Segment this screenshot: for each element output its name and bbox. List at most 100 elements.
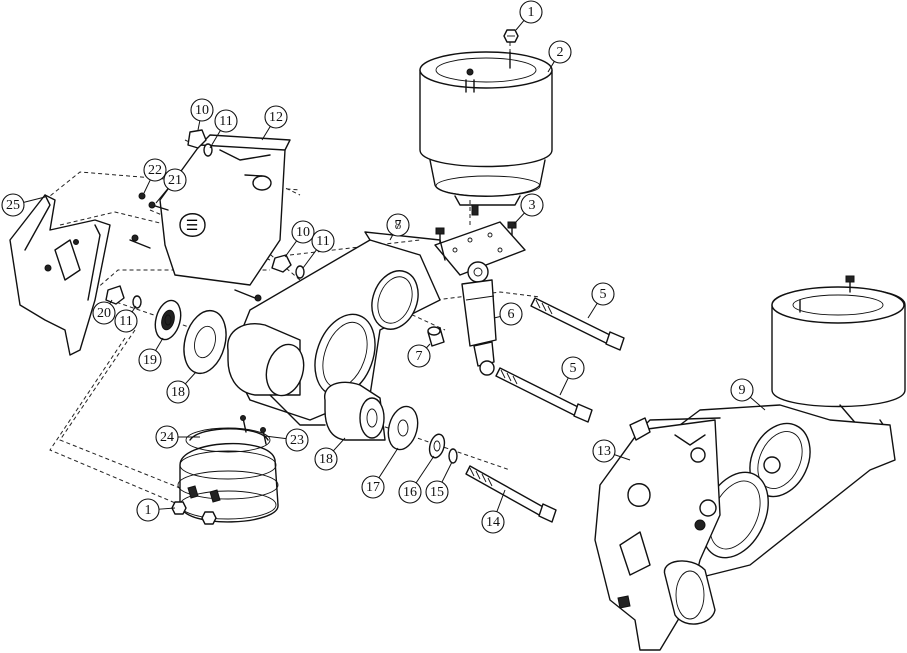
callout-leader [261,126,271,141]
callout-label: 11 [316,234,329,249]
callout-label: 14 [486,515,500,530]
shock-absorber [461,261,497,376]
bolt-21-22 [129,192,262,302]
callout-leader [302,249,317,269]
callout-9: 9 [730,378,766,411]
callout-18a: 18 [166,371,197,404]
callout-5b: 5 [559,356,585,396]
callout-label: 9 [739,383,746,398]
callout-leader [158,507,176,510]
callout-circle [730,378,754,402]
callout-label: 13 [597,444,611,459]
callout-25: 25 [1,193,46,217]
callout-7a: 7 [386,213,410,241]
mounting-plate [434,221,526,276]
washer-11-top [203,143,213,157]
callout-circle [143,158,167,182]
callout-leader [559,377,569,396]
callout-leader [515,20,525,31]
callout-leader [184,371,197,385]
callout-circle [291,220,315,244]
callout-leader [415,455,435,484]
callout-circle [155,425,179,449]
callout-label: 5 [600,287,607,302]
callout-leader [587,303,598,319]
callout-circle [561,356,585,380]
callout-19: 19 [138,337,164,372]
callout-leader [389,234,394,241]
bolt-14 [465,465,557,523]
callout-leader [23,196,46,203]
callout-5a: 5 [587,282,615,319]
callout-15: 15 [425,461,453,504]
callout-circle [519,0,543,24]
callout-circle [138,348,162,372]
callout-13: 13 [592,439,631,463]
callout-label: 10 [296,225,310,240]
callout-1b: 1 [136,498,176,522]
washer-16 [428,433,446,459]
svg-text:☰: ☰ [186,219,199,234]
callout-10b: 10 [284,220,315,258]
callout-10a: 10 [190,98,214,131]
callout-label: 18 [319,452,333,467]
callout-label: 10 [195,103,209,118]
callout-circle [314,447,338,471]
callout-label: 24 [160,430,174,445]
callout-11a: 11 [209,109,238,149]
callout-leader [143,179,151,194]
bushing-19 [154,299,182,341]
callout-1a: 1 [515,0,543,31]
callout-14: 14 [481,489,506,534]
washer-18-upper [183,309,227,375]
callout-20: 20 [92,299,116,325]
callout-circle [481,510,505,534]
callout-leader [284,240,297,258]
callout-circle [264,105,288,129]
washer-11-mid [295,265,305,279]
nut-1-top [503,29,519,43]
callout-21: 21 [155,168,187,204]
callout-circle [190,98,214,122]
callout-label: 16 [403,485,417,500]
callout-label: 7 [395,218,402,233]
callout-8: 8 [395,218,402,233]
callout-circle [114,309,138,333]
callout-circle [592,439,616,463]
callout-16: 16 [398,455,435,504]
callout-label: 7 [416,349,423,364]
callout-17: 17 [361,447,399,499]
callout-leader [749,396,766,411]
callout-circle [166,380,190,404]
callout-label: 6 [508,307,515,322]
callout-label: 23 [290,433,304,448]
callout-circle [407,344,431,368]
callout-label: 15 [430,485,444,500]
nut-10-top [187,129,207,149]
spacer-7 [427,326,445,347]
callout-label: 1 [145,503,152,518]
callout-leader [155,337,164,351]
callout-leader [264,435,287,440]
callout-label: 22 [148,163,162,178]
callout-circle [92,301,116,325]
callout-label: 25 [6,198,20,213]
callout-circle [591,282,615,306]
callout-label: 19 [143,353,157,368]
bolt-23 [240,415,267,445]
callout-label: 21 [168,173,182,188]
callout-leader [493,316,501,319]
bolt-5-upper [530,297,625,351]
callout-leader [378,447,399,479]
callout-23: 23 [264,428,309,452]
callout-24: 24 [155,425,200,449]
callout-leader [209,130,221,149]
lock-washer-15 [448,448,458,464]
callout-label: 18 [171,385,185,400]
bushing-18-lower [324,381,386,441]
callout-label: 11 [219,114,232,129]
callout-2: 2 [547,40,572,73]
callout-leader [131,305,137,313]
